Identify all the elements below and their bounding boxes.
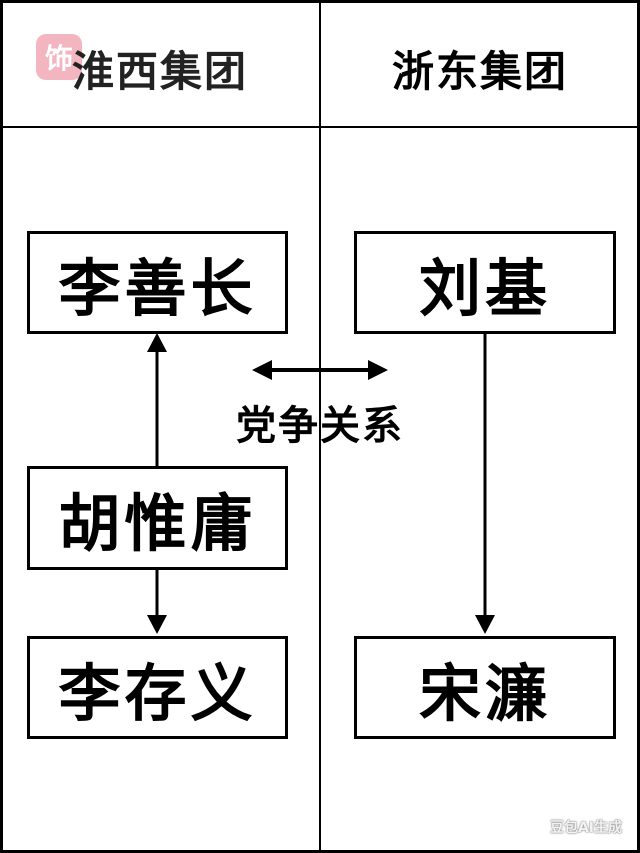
arrowhead-down-left — [147, 615, 167, 634]
node-li-cunyi: 李存义 — [27, 636, 288, 739]
node-song-lian: 宋濂 — [354, 636, 616, 739]
arrowhead-down-right — [475, 615, 495, 634]
relation-arrowhead-left — [252, 360, 272, 380]
relation-arrowhead-right — [368, 360, 388, 380]
brand-logo: 饰 — [36, 34, 82, 80]
node-liu-ji: 刘基 — [354, 231, 616, 334]
brand-logo-glyph: 饰 — [44, 42, 73, 75]
node-hu-weiyong: 胡惟庸 — [27, 466, 288, 570]
relation-label: 党争关系 — [236, 403, 404, 449]
header-zhedong: 浙东集团 — [391, 46, 568, 96]
node-li-shanchang: 李善长 — [27, 231, 288, 334]
watermark: 豆包AI生成 — [549, 820, 622, 836]
header-huaixi: 淮西集团 — [71, 46, 248, 96]
arrowhead-up — [147, 333, 167, 352]
